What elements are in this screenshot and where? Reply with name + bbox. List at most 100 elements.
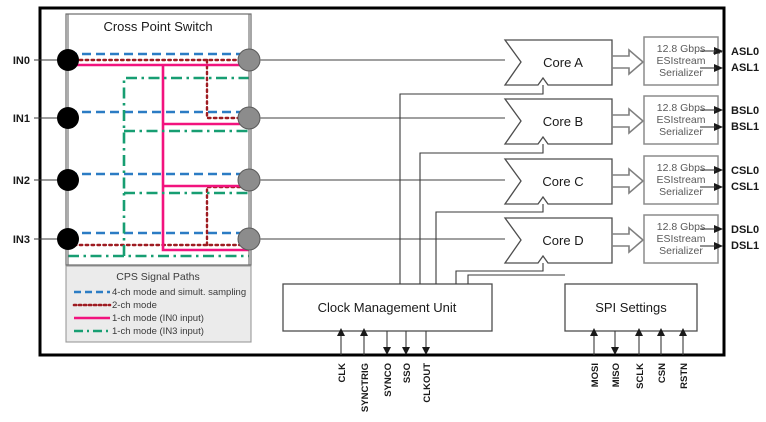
core-b-serializer-line2: ESIstream [656, 114, 705, 126]
cmu-pin-label-clk: CLK [337, 363, 348, 383]
out-arrow-asl0 [700, 47, 723, 55]
input-node-in2 [57, 169, 79, 191]
out-arrow-dsl1 [700, 242, 723, 250]
output-node-2 [237, 168, 261, 192]
core-a-serializer-box [643, 36, 719, 86]
cross-point-switch-title: Cross Point Switch [103, 19, 212, 34]
core-d-to-serializer-arrow [611, 226, 645, 254]
core-c-serializer-line1: 12.8 Gbps [657, 162, 705, 174]
input-node-in1 [57, 107, 79, 129]
output-node-3 [237, 227, 261, 251]
input-row-in0: IN0 [13, 49, 79, 71]
spi-pin-label-miso: MISO [611, 363, 622, 387]
core-a-serializer-line2: ESIstream [656, 55, 705, 67]
out-arrow-bsl1 [700, 123, 723, 131]
input-label-in0: IN0 [13, 55, 30, 67]
cmu-pin-connections: CLK SYNCTRIG SYNCO SSO CLKOUT [337, 328, 433, 412]
out-arrow-bsl0 [700, 106, 723, 114]
legend-row-1ch-in3: 1-ch mode (IN3 input) [74, 326, 204, 337]
output-label-dsl0: DSL0 [731, 224, 759, 236]
core-c-serializer-line2: ESIstream [656, 174, 705, 186]
legend-row-1ch-in0: 1-ch mode (IN0 input) [74, 313, 204, 324]
core-a-serializer-line3: Serializer [659, 67, 703, 79]
input-row-in2: IN2 [13, 169, 79, 191]
core-c-label: Core C [542, 174, 583, 189]
spi-settings-label: SPI Settings [595, 300, 667, 315]
path-1ch-mode-in0 [68, 63, 249, 252]
output-label-dsl1: DSL1 [731, 240, 759, 252]
input-label-in2: IN2 [13, 175, 30, 187]
cmu-pin-clkout: CLKOUT [422, 331, 433, 403]
core-d-serializer-line3: Serializer [659, 245, 703, 257]
legend: CPS Signal Paths 4-ch mode and simult. s… [65, 265, 252, 343]
spi-pin-label-sclk: SCLK [635, 363, 646, 389]
spi-pin-label-csn: CSN [657, 363, 668, 383]
core-b-serializer-box [643, 95, 719, 145]
cps-signal-paths [66, 52, 251, 258]
out-arrow-csl1 [700, 183, 723, 191]
core-c-to-serializer-arrow [611, 167, 645, 195]
core-a-serializer-line1: 12.8 Gbps [657, 43, 705, 55]
out-arrow-asl1 [700, 64, 723, 72]
output-label-asl1: ASL1 [731, 62, 759, 74]
input-label-in1: IN1 [13, 113, 30, 125]
cmu-pin-sso: SSO [402, 331, 413, 383]
core-blocks: Core A 12.8 Gbps ESIstream Serializer [503, 36, 722, 264]
input-row-in3: IN3 [13, 228, 79, 250]
cross-point-switch-box [65, 13, 252, 266]
output-label-csl1: CSL1 [731, 181, 759, 193]
spi-pin-csn: CSN [657, 328, 668, 383]
cmu-pin-label-clkout: CLKOUT [422, 363, 433, 403]
cmu-to-spi-wire [467, 274, 565, 284]
spi-pin-label-rstn: RSTN [679, 363, 690, 389]
input-label-in3: IN3 [13, 234, 30, 246]
output-label-bsl0: BSL0 [731, 105, 759, 117]
legend-label-2ch: 2-ch mode [112, 300, 157, 311]
chip-output-arrows [700, 47, 723, 250]
cmu-pin-label-synctrig: SYNCTRIG [360, 363, 371, 412]
core-b-serializer-line1: 12.8 Gbps [657, 102, 705, 114]
path-2ch-mode [66, 58, 251, 247]
legend-label-1ch-in3: 1-ch mode (IN3 input) [112, 326, 204, 337]
core-d-serializer-box [643, 214, 719, 264]
path-1ch-mode-in3 [68, 76, 249, 258]
out-arrow-csl0 [700, 166, 723, 174]
core-b-label: Core B [543, 114, 583, 129]
output-node-1 [237, 106, 261, 130]
core-b-shape [503, 98, 613, 145]
legend-label-1ch-in0: 1-ch mode (IN0 input) [112, 313, 204, 324]
spi-pin-miso: MISO [611, 331, 622, 387]
spi-pin-label-mosi: MOSI [590, 363, 601, 387]
core-c-group: Core C 12.8 Gbps ESIstream Serializer [503, 155, 719, 205]
core-d-shape [503, 217, 613, 264]
core-a-label: Core A [543, 55, 583, 70]
core-d-group: Core D 12.8 Gbps ESIstream Serializer [503, 214, 719, 264]
cmu-pin-synco: SYNCO [383, 331, 394, 397]
output-label-bsl1: BSL1 [731, 121, 759, 133]
core-d-serializer-line1: 12.8 Gbps [657, 221, 705, 233]
core-b-group: Core B 12.8 Gbps ESIstream Serializer [503, 95, 719, 145]
core-a-to-serializer-arrow [611, 48, 645, 76]
input-node-in0 [57, 49, 79, 71]
cmu-pin-label-sso: SSO [402, 363, 413, 383]
chip-output-labels: ASL0 ASL1 BSL0 BSL1 CSL0 CSL1 DSL0 DSL1 [731, 46, 759, 252]
legend-row-2ch: 2-ch mode [72, 300, 157, 311]
output-label-csl0: CSL0 [731, 165, 759, 177]
chip-boundary [38, 6, 726, 357]
output-label-asl0: ASL0 [731, 46, 759, 58]
input-node-in3 [57, 228, 79, 250]
input-row-in1: IN1 [13, 107, 79, 129]
clock-management-unit-box [282, 283, 493, 332]
input-nodes: IN0 IN1 IN2 IN3 [13, 49, 79, 250]
core-a-group: Core A 12.8 Gbps ESIstream Serializer [503, 36, 722, 86]
core-d-serializer-line2: ESIstream [656, 233, 705, 245]
cmu-pin-clk: CLK [337, 328, 348, 383]
spi-pin-sclk: SCLK [635, 328, 646, 389]
legend-label-4ch: 4-ch mode and simult. sampling [112, 287, 246, 298]
path-4ch-mode [68, 52, 249, 235]
clock-distribution-wires [399, 85, 544, 284]
spi-pin-mosi: MOSI [590, 328, 601, 387]
core-d-label: Core D [542, 233, 583, 248]
spi-settings-box [564, 283, 698, 332]
core-a-shape [503, 39, 613, 86]
